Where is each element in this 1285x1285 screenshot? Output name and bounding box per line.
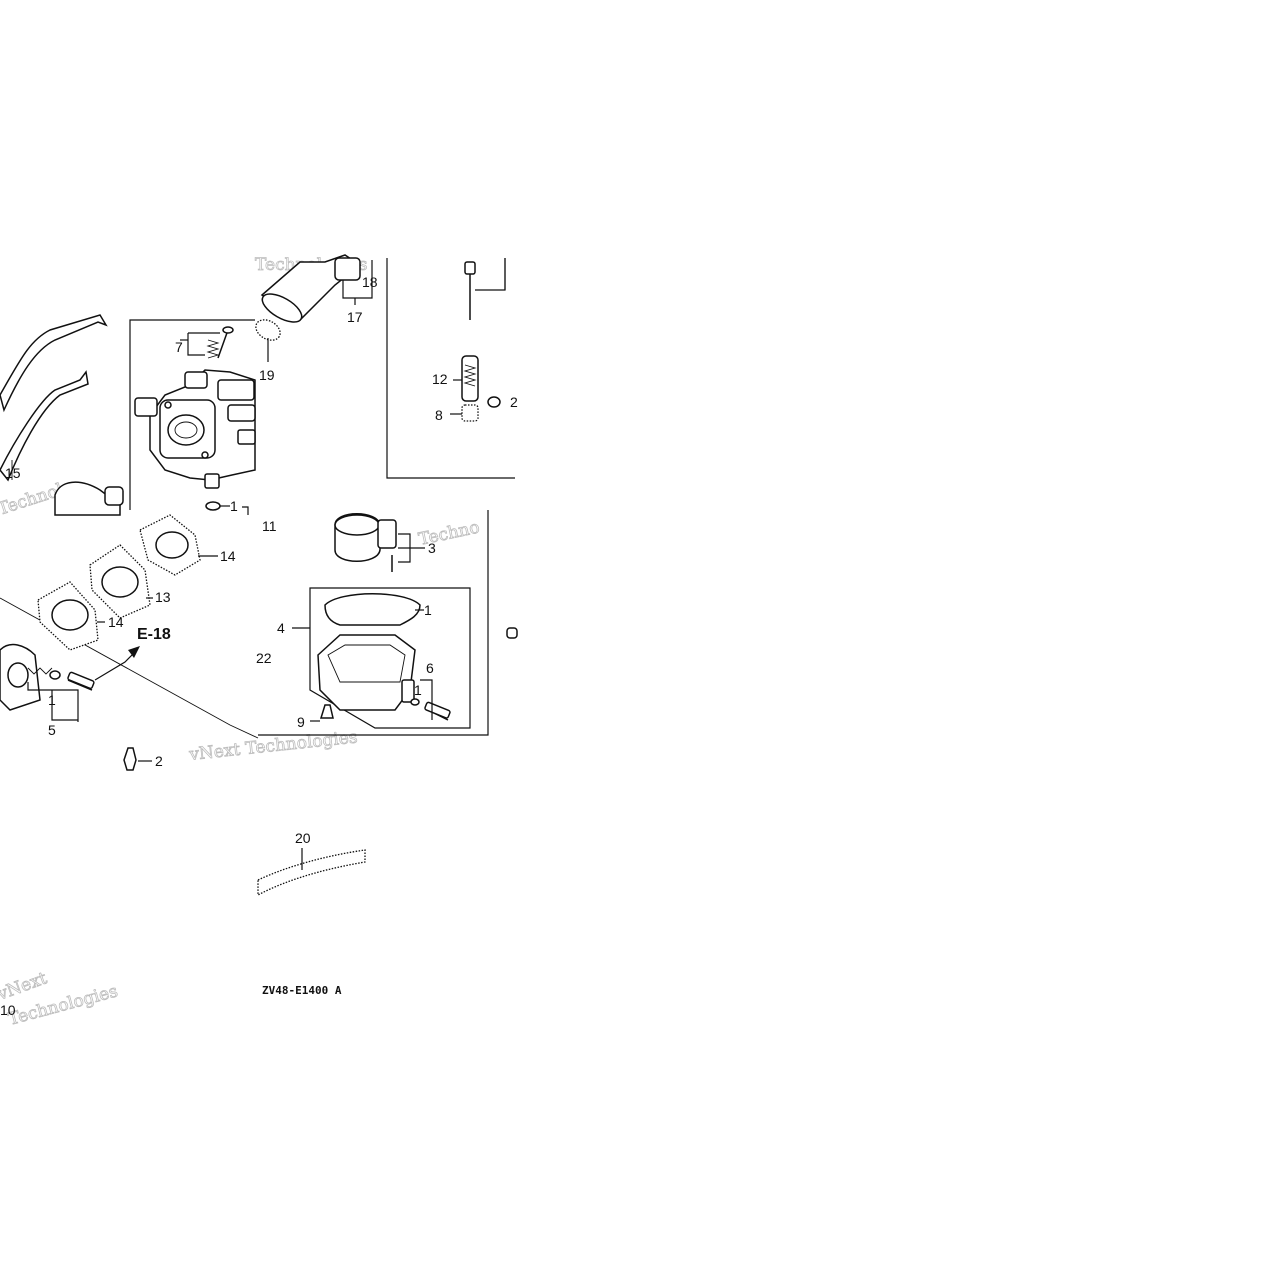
callout-9: 9 (297, 714, 305, 730)
callout-labels: 7 18 17 19 12 8 2 15 1 11 14 13 14 E-18 … (0, 274, 518, 1018)
callout-1-washer: 1 (230, 498, 238, 514)
callout-3: 3 (428, 540, 436, 556)
callout-19: 19 (259, 367, 275, 383)
edge-fragment (506, 627, 518, 639)
fuel-tube (257, 849, 366, 897)
gaskets (37, 514, 201, 651)
watermark: vNext Technologies (187, 727, 358, 765)
washer (205, 501, 221, 511)
callout-17: 17 (347, 309, 363, 325)
float-chamber (317, 593, 451, 721)
main-jet (123, 747, 137, 771)
callout-5: 5 (48, 722, 56, 738)
watermark: vNext (0, 968, 50, 1005)
callout-20: 20 (295, 830, 311, 846)
screw-set (27, 667, 95, 691)
carburetor-body (134, 369, 256, 489)
callout-15: 15 (5, 465, 21, 481)
callout-2: 2 (155, 753, 163, 769)
callout-1-chamber: 1 (414, 682, 422, 698)
float (334, 513, 397, 572)
diagram-reference-code: ZV48-E1400 A (262, 984, 342, 997)
section-reference: E-18 (137, 626, 171, 643)
callout-11: 11 (262, 518, 277, 534)
air-funnel (260, 254, 362, 323)
callout-10: 10 (0, 1002, 16, 1018)
needle-jet (461, 261, 501, 422)
callout-22: 22 (256, 650, 272, 666)
callout-2-edge: 2 (510, 394, 518, 410)
control-rods (0, 314, 108, 482)
section-arrow (94, 646, 140, 681)
callout-13: 13 (155, 589, 171, 605)
callout-12: 12 (432, 371, 448, 387)
callout-4: 4 (277, 620, 285, 636)
callout-1-screw: 1 (48, 692, 56, 708)
callout-6: 6 (426, 660, 434, 676)
callout-18: 18 (362, 274, 378, 290)
callout-8: 8 (435, 407, 443, 423)
watermark: Techno (417, 517, 482, 549)
leader-lines (27, 258, 506, 870)
callout-7: 7 (175, 339, 183, 355)
filter-screen (255, 319, 281, 341)
callout-14-top: 14 (220, 548, 236, 564)
callout-1-gasket: 1 (424, 602, 432, 618)
callout-14-bottom: 14 (108, 614, 124, 630)
pilot-screw (206, 326, 234, 359)
intake-manifold (0, 481, 124, 711)
